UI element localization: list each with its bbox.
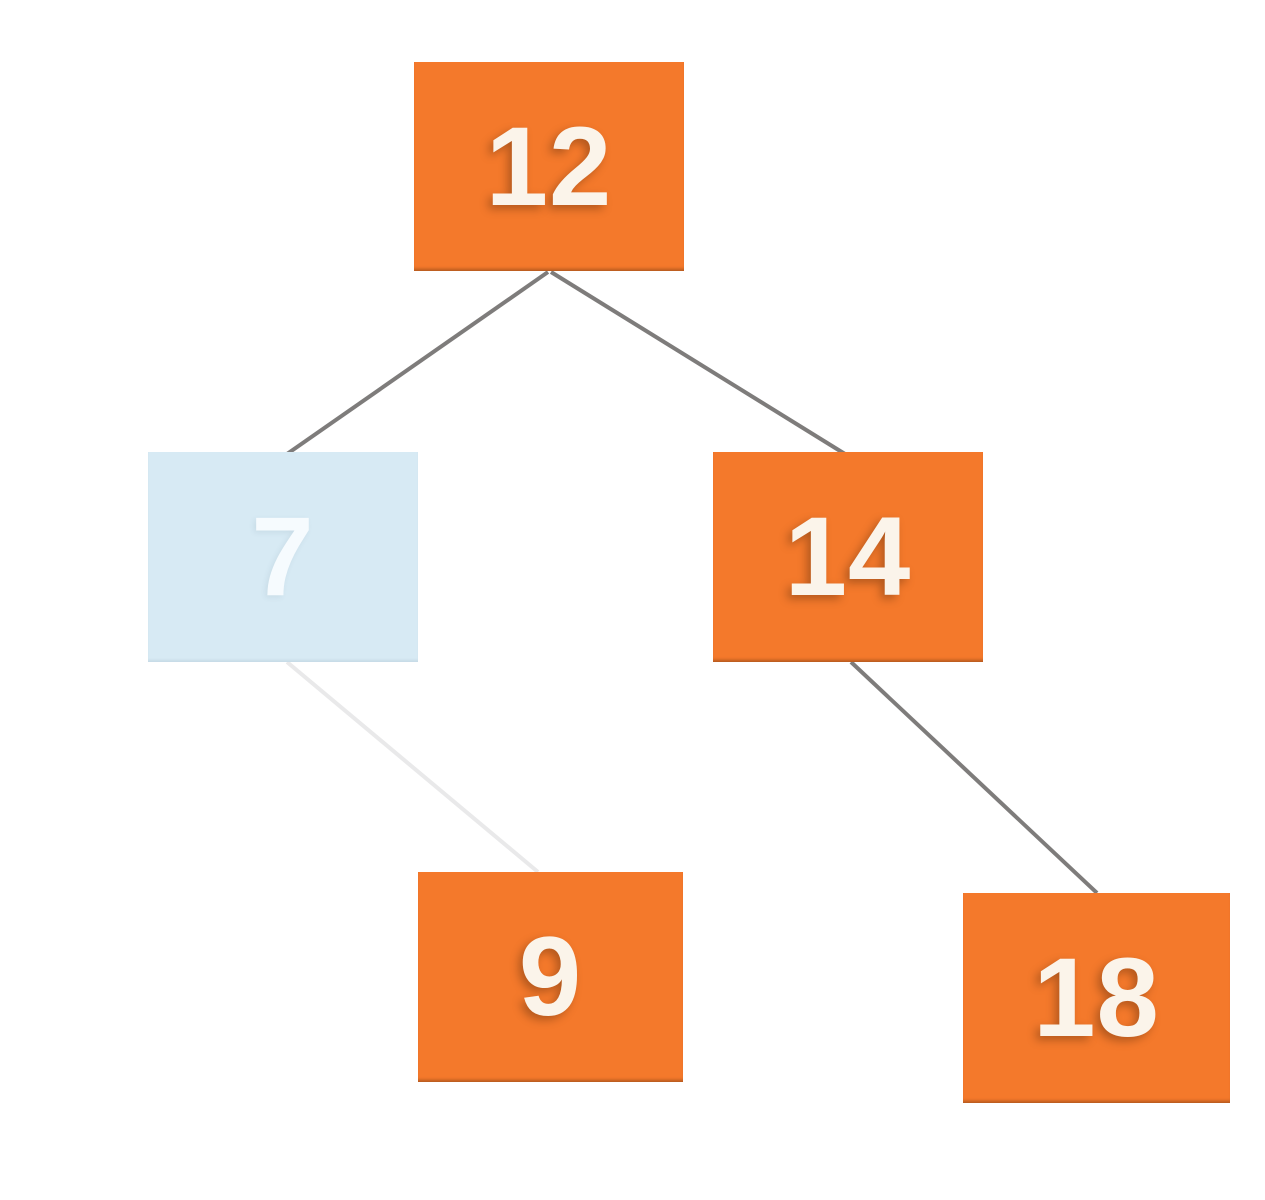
tree-node-14: 14 <box>713 452 983 662</box>
node-value: 14 <box>784 494 912 619</box>
tree-node-9: 9 <box>418 872 683 1082</box>
tree-edge-14-to-18 <box>849 660 1099 895</box>
node-value: 9 <box>518 914 583 1039</box>
node-value: 18 <box>1033 935 1160 1060</box>
tree-node-18: 18 <box>963 893 1230 1103</box>
node-value: 7 <box>251 494 315 619</box>
tree-edge-12-to-7 <box>285 270 550 456</box>
tree-edge-12-to-14 <box>549 270 847 456</box>
tree-node-12: 12 <box>414 62 684 271</box>
node-value: 12 <box>485 103 613 229</box>
tree-node-7: 7 <box>148 452 418 662</box>
tree-edge-7-to-9 <box>285 660 540 874</box>
